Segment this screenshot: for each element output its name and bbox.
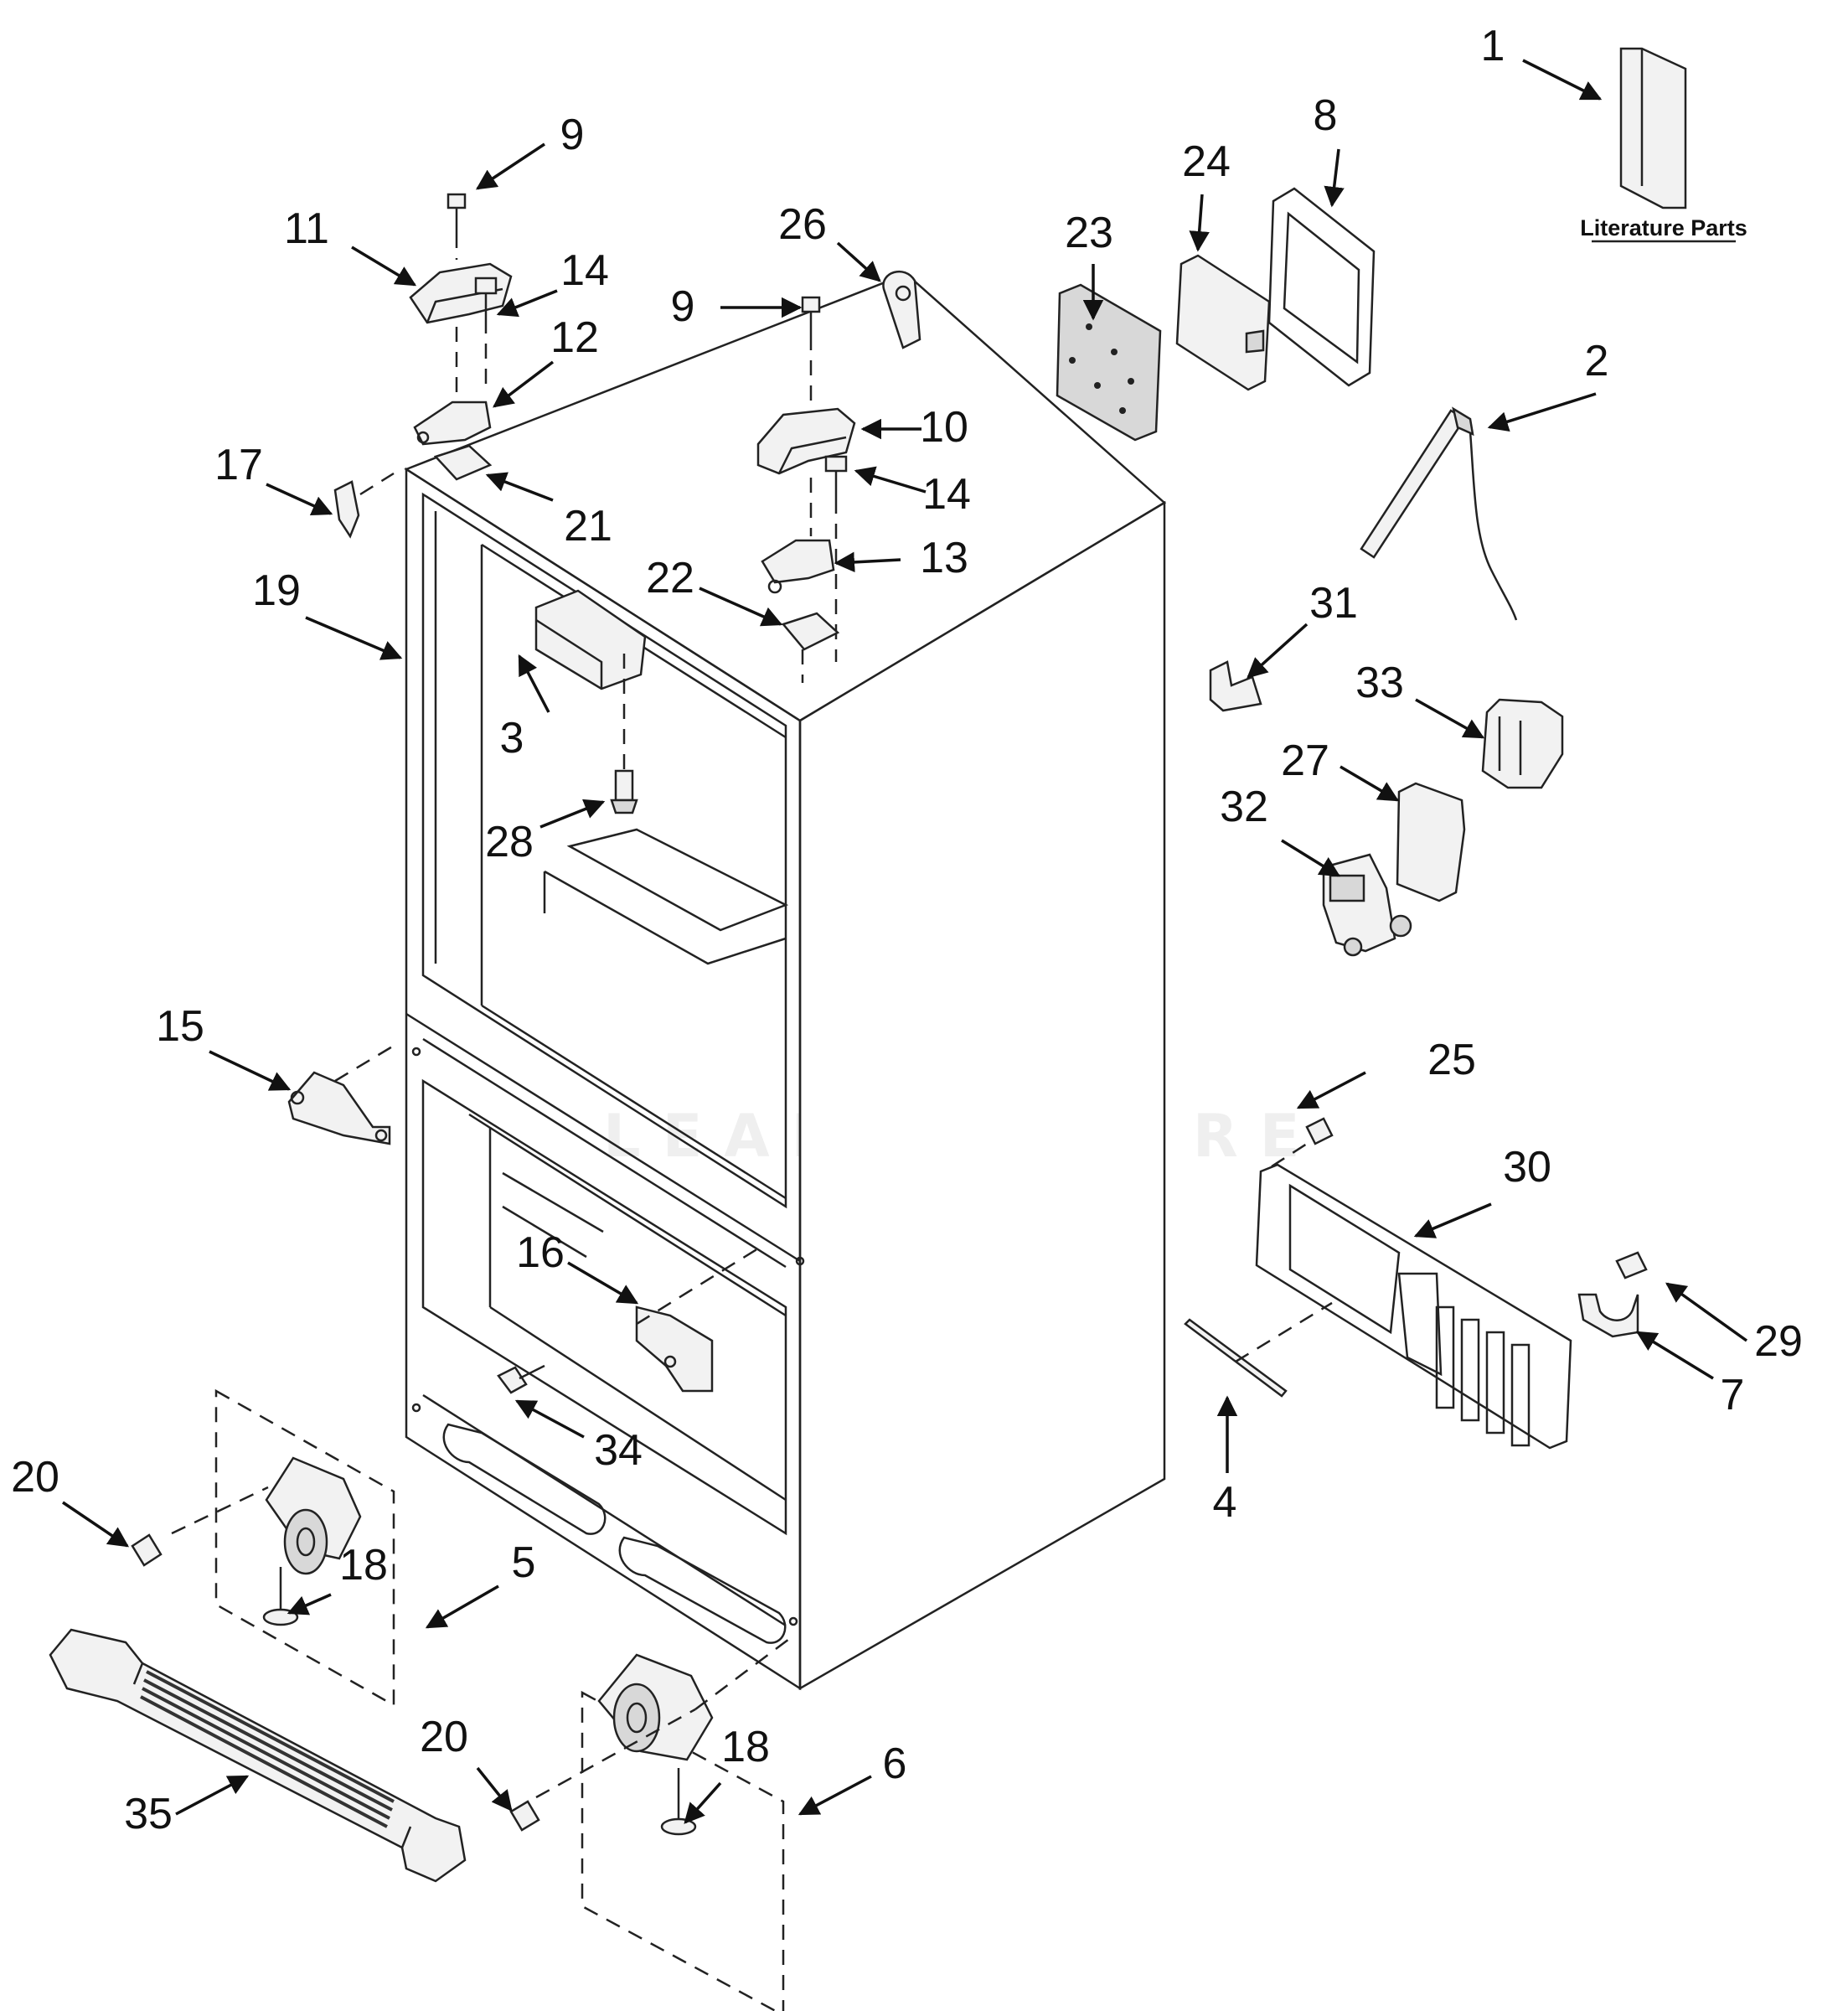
part-33-bracket [1481,698,1564,789]
callout-7: 7 [1721,1371,1745,1419]
part-29-screw [1615,1251,1648,1279]
part-15-hinge [287,1071,391,1145]
callout-35: 35 [124,1790,173,1838]
part-2-water-tube [1360,406,1518,621]
callout-2: 2 [1585,337,1609,385]
part-23-control-board [1056,283,1162,442]
part-12-hinge [413,401,492,446]
part-30-access-panel [1255,1163,1572,1450]
literature-parts-caption: Literature Parts [1580,215,1747,240]
callout-17: 17 [214,441,263,489]
part-6-caster-assembly [581,1653,785,2011]
callout-18-left: 18 [339,1541,388,1590]
callout-8: 8 [1314,91,1338,140]
part-35-toe-grille [49,1628,467,1883]
part-1-literature [1619,47,1687,209]
callout-3: 3 [500,714,524,763]
callout-20-left: 20 [11,1453,59,1502]
callout-22: 22 [646,554,694,602]
callout-arrows [62,59,1748,1824]
callout-27: 27 [1281,737,1329,785]
callout-9-right: 9 [671,282,695,331]
callout-24: 24 [1182,137,1231,186]
callout-1: 1 [1481,22,1505,70]
part-4-gasket [1184,1318,1288,1398]
callout-5: 5 [512,1538,536,1587]
callout-9-left: 9 [560,111,585,159]
part-14-screw-left [474,277,498,318]
part-5-caster-assembly [214,1388,395,1708]
callout-18-right: 18 [721,1723,770,1771]
callout-28: 28 [485,818,534,866]
part-13-hinge [761,539,835,594]
callout-13: 13 [920,534,968,582]
callout-21: 21 [564,502,612,551]
callout-29: 29 [1754,1317,1803,1366]
part-20-screw-left [131,1533,163,1567]
callout-32: 32 [1220,783,1268,831]
callout-34: 34 [594,1426,643,1475]
part-17-clip [333,480,360,539]
callout-10: 10 [920,403,968,452]
part-3-bracket [534,589,647,690]
callout-11: 11 [284,204,329,253]
callout-15: 15 [156,1002,204,1051]
callout-30: 30 [1503,1143,1551,1192]
callout-14-left: 14 [560,246,609,295]
part-14-screw-right [824,455,848,499]
part-22-shim [781,612,840,651]
callout-4: 4 [1213,1478,1237,1527]
part-32-water-valve [1322,853,1412,957]
callout-14-right: 14 [922,470,971,519]
part-28-screw [610,769,638,814]
part-26-roller [882,271,921,349]
part-27-cover [1396,782,1466,902]
callout-12: 12 [550,313,599,362]
callout-19: 19 [252,566,301,615]
part-9-screw-right [801,296,821,335]
callout-23: 23 [1065,209,1113,257]
part-8-panel [1267,187,1376,387]
part-31-bracket [1209,660,1262,712]
callout-31: 31 [1309,579,1358,628]
part-34-screw [497,1364,545,1394]
callout-16: 16 [516,1228,565,1277]
part-25-screw [1305,1117,1334,1145]
part-21-shim [433,444,493,481]
callout-labels: 1 2 3 4 5 6 7 8 9 9 10 11 12 13 14 14 15… [11,22,1803,1838]
callout-6: 6 [883,1740,907,1788]
callout-33: 33 [1355,659,1404,707]
part-16-hinge [635,1305,714,1393]
part-7-clamp [1577,1293,1639,1338]
part-20-screw-right [509,1800,540,1832]
callout-20-right: 20 [420,1713,468,1761]
part-9-screw-left [447,193,467,233]
callout-25: 25 [1427,1036,1476,1084]
callout-26: 26 [778,200,827,249]
part-10-hinge-cover [756,407,856,475]
part-24-cover [1175,254,1271,391]
